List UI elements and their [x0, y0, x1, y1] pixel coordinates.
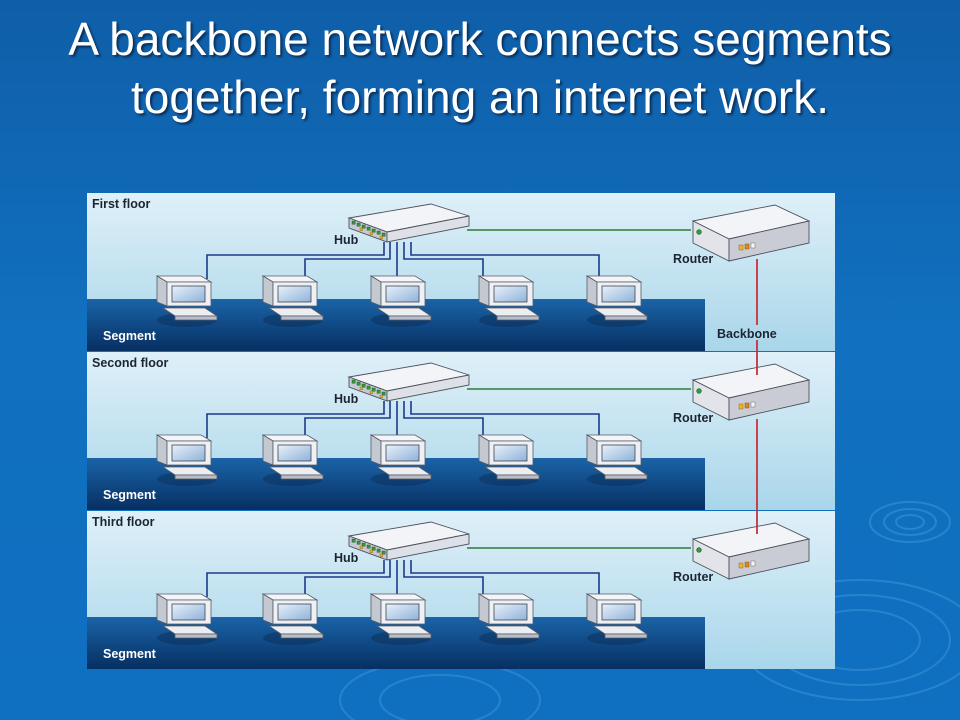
- floor-2-computer-4-icon: [478, 434, 540, 487]
- floor-3-computer-3-icon: [370, 593, 432, 646]
- floor-1-panel: First floor Hub Router Segment: [87, 193, 835, 351]
- floor-1-computer-5-icon: [586, 275, 648, 328]
- floor-1-computer-3-icon: [370, 275, 432, 328]
- floor-1-router-label: Router: [673, 252, 713, 266]
- floor-3-router-label: Router: [673, 570, 713, 584]
- floor-1-computer-1-icon: [156, 275, 218, 328]
- floor-3-computer-4-icon: [478, 593, 540, 646]
- floor-3-computer-1-icon: [156, 593, 218, 646]
- floor-3-panel: Third floor Hub Router Segment: [87, 511, 835, 669]
- floor-2-computer-2-icon: [262, 434, 324, 487]
- floor-2-lan-cables: [206, 401, 600, 438]
- slide-title: A backbone network connects segments tog…: [68, 13, 892, 123]
- floor-2-computer-5-icon: [586, 434, 648, 487]
- floor-3-computer-5-icon: [586, 593, 648, 646]
- floor-1-label: First floor: [92, 197, 150, 211]
- floor-2-computer-3-icon: [370, 434, 432, 487]
- backbone-network-diagram: First floor Hub Router Segment Second fl…: [87, 193, 835, 669]
- floor-3-hub-label: Hub: [334, 551, 359, 565]
- floor-2-hub-label: Hub: [334, 392, 359, 406]
- floor-1-computer-4-icon: [478, 275, 540, 328]
- floor-1-lan-cables: [206, 242, 600, 279]
- floor-2-router-label: Router: [673, 411, 713, 425]
- floor-3-label: Third floor: [92, 515, 155, 529]
- floor-2-computer-1-icon: [156, 434, 218, 487]
- floor-2-segment-label: Segment: [103, 488, 157, 502]
- floor-2-panel: Second floor Hub Router Segment: [87, 352, 835, 510]
- floor-3-computer-2-icon: [262, 593, 324, 646]
- floor-3-segment-label: Segment: [103, 647, 157, 661]
- floor-1-computer-2-icon: [262, 275, 324, 328]
- floor-3-lan-cables: [206, 560, 600, 597]
- floor-2-label: Second floor: [92, 356, 169, 370]
- backbone-label: Backbone: [717, 327, 777, 341]
- floor-1-hub-label: Hub: [334, 233, 359, 247]
- floor-1-segment-label: Segment: [103, 329, 157, 343]
